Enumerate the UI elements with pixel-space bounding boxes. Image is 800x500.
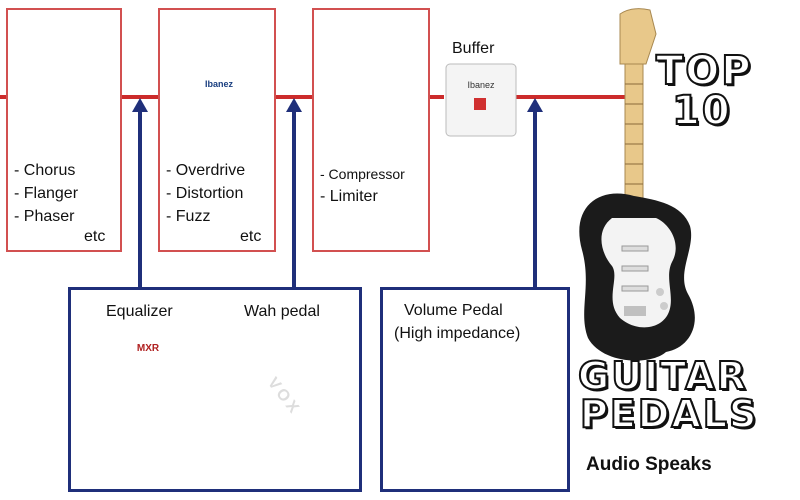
drive-box	[158, 8, 276, 252]
modulation-item-chorus: - Chorus	[14, 162, 76, 179]
dynamics-item-limiter: - Limiter	[320, 188, 378, 205]
buffer-pedal-graphic	[445, 63, 517, 137]
equalizer-label: Equalizer	[106, 303, 173, 320]
eq-brand-text: MXR	[136, 343, 160, 354]
overdrive-pedal-name: Ibanez	[204, 79, 233, 89]
title-top: TOP	[655, 47, 753, 95]
loop-arrowheads	[132, 98, 543, 112]
pre-effects-loop-box	[68, 287, 362, 492]
title-guitar: GUITAR	[577, 353, 748, 399]
buffer-pedal-name: Ibanez	[467, 80, 495, 90]
title-pedals: PEDALS	[579, 391, 759, 437]
brand-name: Audio Speaks	[586, 454, 712, 475]
drive-item-distortion: - Distortion	[166, 185, 244, 202]
drive-item-overdrive: - Overdrive	[166, 162, 246, 179]
volume-pedal-label: Volume Pedal	[404, 302, 503, 319]
loop-lines	[138, 108, 537, 287]
wah-label: Wah pedal	[244, 303, 320, 320]
drive-etc: etc	[240, 228, 262, 245]
dynamics-box	[312, 8, 430, 252]
modulation-item-flanger: - Flanger	[14, 185, 79, 202]
volume-pedal-sublabel: (High impedance)	[394, 325, 521, 342]
modulation-box	[6, 8, 122, 252]
compressor-pedal-name: Compression Sustainer	[350, 76, 392, 90]
drive-item-fuzz: - Fuzz	[166, 208, 211, 225]
dynamics-item-compressor: - Compressor	[320, 166, 405, 182]
chorus-pedal-name: SUPER Chorus	[31, 72, 87, 81]
modulation-etc: etc	[84, 228, 106, 245]
modulation-item-phaser: - Phaser	[14, 208, 75, 225]
post-buffer-loop-box	[380, 287, 570, 492]
title-number: 10	[671, 87, 732, 135]
buffer-label: Buffer	[452, 40, 495, 57]
guitar-graphic	[579, 8, 695, 361]
